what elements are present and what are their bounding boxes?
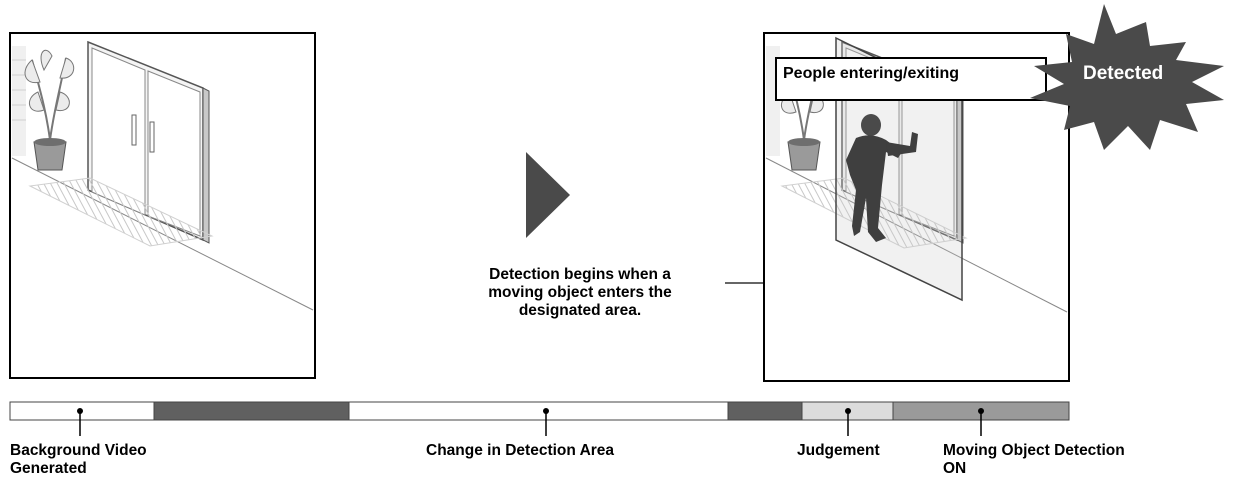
detection-frame [763, 32, 1070, 382]
people-label-box [775, 57, 1047, 101]
timeline-segment-dark-1 [153, 401, 350, 421]
timeline-bar [9, 401, 1070, 436]
annotation-line: designated area. [518, 302, 642, 319]
wall-panel [12, 46, 26, 156]
detected-label: Detected [1083, 63, 1164, 84]
label-background: Background Video Generated [10, 442, 147, 478]
detected-starburst [1030, 4, 1224, 150]
double-door [87, 40, 210, 244]
people-label: People entering/exiting [783, 65, 960, 82]
label-moving: Moving Object Detection ON [943, 442, 1125, 478]
label-background-line: Background Video [10, 442, 147, 459]
label-moving-line: Moving Object Detection [943, 442, 1125, 459]
label-change: Change in Detection Area [426, 442, 615, 459]
person-icon [846, 114, 918, 242]
label-judgement: Judgement [797, 442, 880, 459]
annotation-line: Detection begins when a [489, 266, 671, 283]
annotation-line: moving object enters the [488, 284, 672, 301]
floor-mat [28, 177, 214, 247]
label-moving-line: ON [943, 460, 967, 477]
progress-arrow [526, 152, 570, 238]
timeline-segment-change [348, 401, 729, 421]
plant-icon [24, 49, 75, 171]
detection-annotation: Detection begins when a moving object en… [440, 266, 720, 320]
timeline-segment-dark-2 [727, 401, 803, 421]
background-frame [9, 32, 316, 379]
label-background-line: Generated [10, 460, 87, 477]
